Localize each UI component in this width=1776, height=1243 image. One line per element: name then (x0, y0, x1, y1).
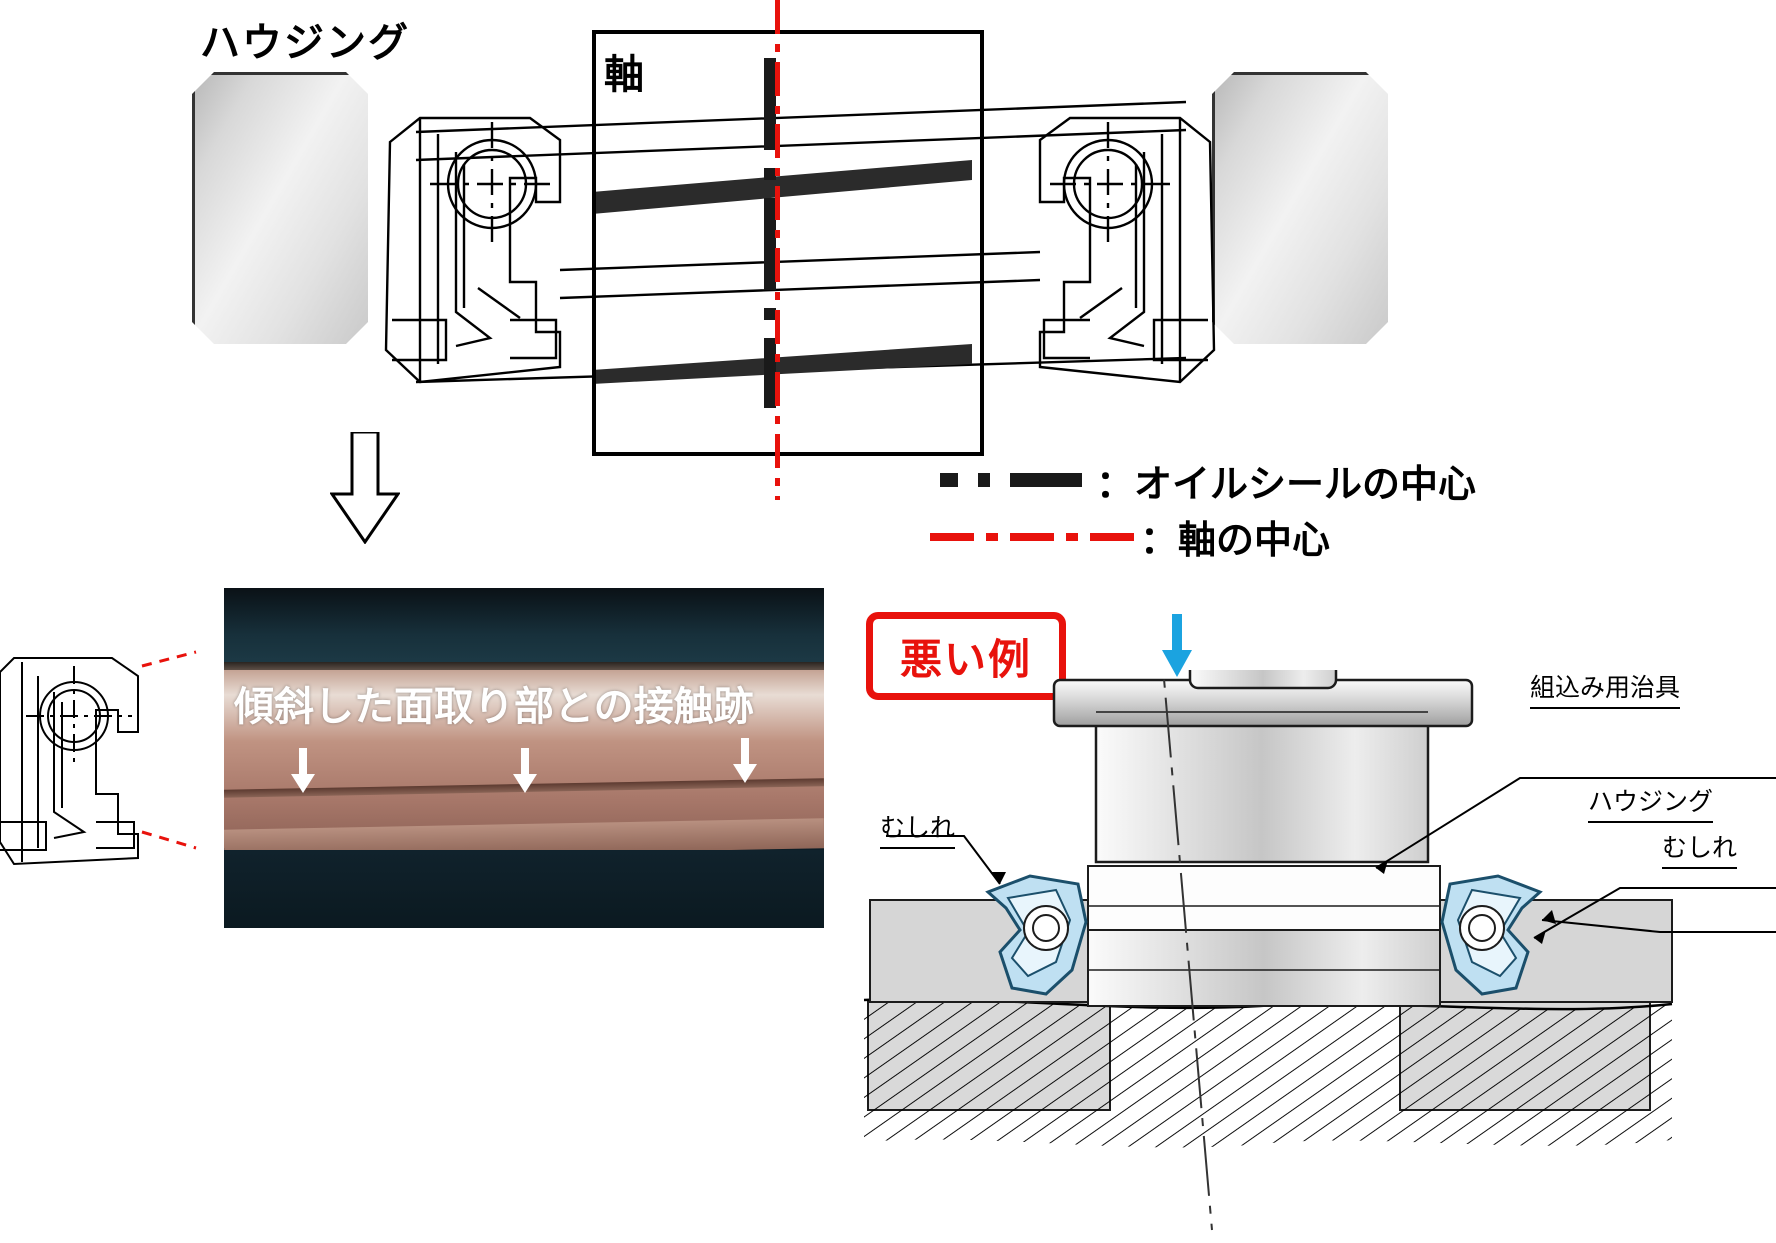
photo-background (224, 588, 824, 666)
legend-label-shaft-center: ：軸の中心 (1140, 517, 1331, 562)
bad-example-badge: 悪い例 (866, 612, 1066, 700)
legend-key-oil-seal-center (930, 473, 1090, 487)
photo-shaft-edge (224, 662, 824, 672)
oil-seal-cross-section-drawing (384, 100, 1216, 384)
label-housing-right: ハウジング (1588, 782, 1714, 823)
photo-lower-background (224, 850, 824, 928)
legend-item-shaft-center: ：軸の中心 (930, 508, 1476, 564)
bad-example-badge-label: 悪い例 (899, 634, 1032, 684)
detail-region-box (592, 30, 984, 456)
legend-item-oil-seal-center: ：オイルシールの中心 (930, 452, 1476, 508)
photo-caption: 傾斜した面取り部との接触跡 (234, 684, 754, 730)
contact-trace-photo: 傾斜した面取り部との接触跡 (224, 588, 824, 928)
press-down-arrow (1162, 614, 1192, 677)
label-tear-right: むしれ (1662, 828, 1738, 869)
label-tear-left: むしれ (880, 808, 956, 849)
legend-key-shaft-center (930, 529, 1134, 543)
seal-detail-sketch (0, 650, 197, 866)
housing-block-right (1212, 72, 1388, 344)
housing-label: ハウジング (200, 20, 410, 66)
legend-label-oil-seal-center: ：オイルシールの中心 (1096, 461, 1477, 506)
assembly-cross-section-drawing (863, 670, 1776, 1231)
shaft-center-line (775, 0, 780, 500)
trace-arrow-1 (291, 748, 315, 793)
legend: ：オイルシールの中心 ：軸の中心 (930, 452, 1476, 564)
shaft-label: 軸 (604, 52, 646, 98)
flow-down-arrow (330, 432, 400, 544)
label-assembly-jig: 組込み用治具 (1530, 668, 1681, 709)
trace-arrow-2 (513, 748, 537, 793)
housing-block-left (192, 72, 368, 344)
oil-seal-center-line (764, 58, 776, 408)
trace-arrow-3 (733, 738, 757, 783)
